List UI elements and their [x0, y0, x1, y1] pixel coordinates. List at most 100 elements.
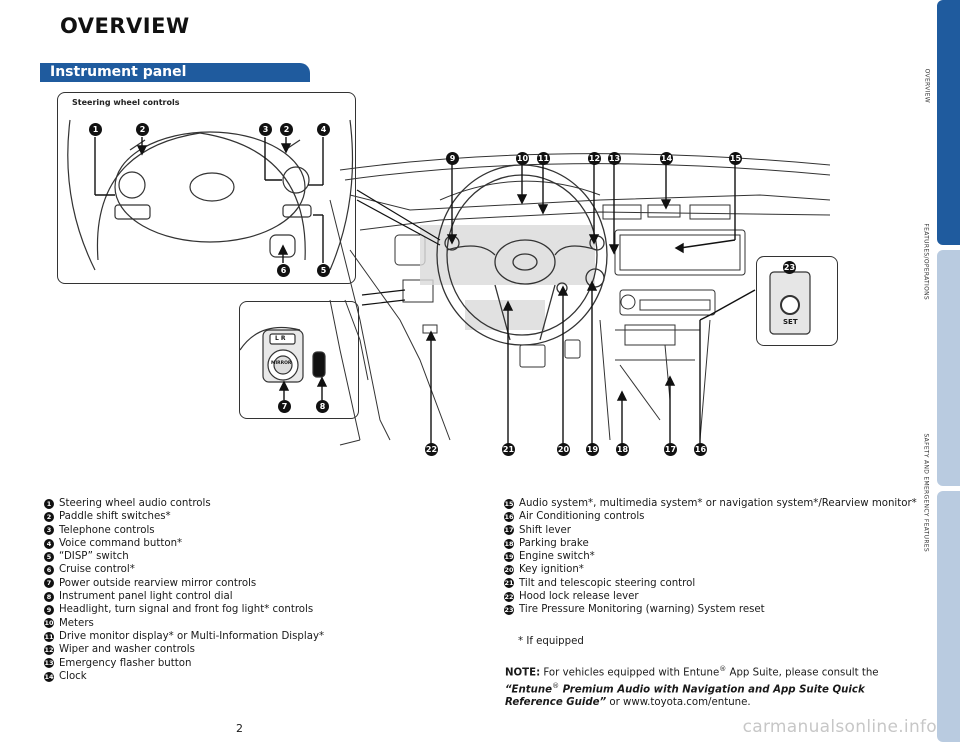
- callout-12: 12: [588, 152, 601, 165]
- legend-num: 1: [44, 498, 54, 509]
- mirror-controls-box: [239, 301, 359, 419]
- legend-text: Air Conditioning controls: [519, 511, 645, 523]
- note-sup-2: ®: [552, 681, 560, 690]
- list-item: 7 Power outside rearview mirror controls: [44, 577, 324, 590]
- page-title: OVERVIEW: [60, 14, 190, 38]
- legend-text: Parking brake: [519, 537, 589, 549]
- list-item: 23 Tire Pressure Monitoring (warning) Sys…: [504, 603, 917, 616]
- legend-text: Steering wheel audio controls: [59, 498, 211, 509]
- callout-17: 17: [664, 443, 677, 456]
- legend-left: 1 Steering wheel audio controls 2 Paddle s…: [44, 497, 324, 683]
- list-item: 22 Hood lock release lever: [504, 590, 917, 603]
- legend-num: 17: [504, 525, 514, 536]
- note-sup-1: ®: [719, 665, 727, 673]
- note-text-3: or www.toyota.com/entune.: [606, 697, 751, 709]
- legend-text: Wiper and washer controls: [59, 644, 195, 656]
- section-bar: [40, 63, 310, 82]
- watermark: carmanualsonline.info: [742, 717, 937, 737]
- legend-text: Tire Pressure Monitoring (warning) Syste…: [519, 604, 765, 616]
- legend-text: Hood lock release lever: [519, 591, 639, 603]
- callout-3: 3: [259, 123, 272, 136]
- legend-text: Drive monitor display* or Multi-Informat…: [59, 630, 325, 642]
- callout-9: 9: [446, 152, 459, 165]
- callout-20: 20: [557, 443, 570, 456]
- list-item: 21 Tilt and telescopic steering control: [504, 577, 917, 590]
- legend-text: Paddle shift switches*: [59, 511, 171, 523]
- note-italic-2: Premium Audio with Navigation and App Su…: [505, 684, 865, 709]
- list-item: 2 Paddle shift switches*: [44, 510, 324, 523]
- section-title: Instrument panel: [50, 64, 187, 80]
- legend-num: 15: [504, 498, 514, 509]
- legend-text: Clock: [59, 670, 87, 682]
- mirror-lr-label: L R: [275, 335, 286, 342]
- list-item: 11 Drive monitor display* or Multi-Inform…: [44, 630, 324, 643]
- legend-num: 23: [504, 605, 514, 616]
- list-item: 3 Telephone controls: [44, 524, 324, 537]
- list-item: 18 Parking brake: [504, 537, 917, 550]
- callout-10: 10: [516, 152, 529, 165]
- legend-num: 3: [44, 525, 54, 536]
- set-label: SET: [783, 318, 798, 326]
- page-number: 2: [236, 722, 243, 735]
- legend-text: Shift lever: [519, 524, 571, 536]
- legend-num: 5: [44, 551, 54, 562]
- note-label: NOTE:: [505, 667, 541, 679]
- callout-4: 4: [317, 123, 330, 136]
- callout-5: 5: [317, 264, 330, 277]
- legend-text: Tilt and telescopic steering control: [519, 577, 696, 589]
- legend-num: 22: [504, 591, 514, 602]
- callout-16: 16: [694, 443, 707, 456]
- list-item: 8 Instrument panel light control dial: [44, 590, 324, 603]
- legend-num: 7: [44, 578, 54, 589]
- legend-text: Telephone controls: [59, 524, 155, 536]
- side-tab-overview[interactable]: [937, 0, 960, 245]
- callout-23: 23: [783, 261, 796, 274]
- list-item: 12 Wiper and washer controls: [44, 643, 324, 656]
- legend-text: Emergency flasher button: [59, 657, 192, 669]
- legend-text: Voice command button*: [59, 537, 183, 549]
- legend-num: 12: [44, 644, 54, 655]
- legend-text: Power outside rearview mirror controls: [59, 577, 257, 589]
- legend-num: 16: [504, 511, 514, 522]
- callout-18: 18: [616, 443, 629, 456]
- list-item: 13 Emergency flasher button: [44, 657, 324, 670]
- legend-num: 9: [44, 605, 54, 616]
- callout-15: 15: [729, 152, 742, 165]
- side-tab-features[interactable]: [937, 250, 960, 486]
- callout-6: 6: [277, 264, 290, 277]
- legend-text: Key ignition*: [519, 564, 584, 576]
- legend-num: 21: [504, 578, 514, 589]
- legend-num: 18: [504, 538, 514, 549]
- callout-13: 13: [608, 152, 621, 165]
- legend-right: 15 Audio system*, multimedia system* or n…: [504, 497, 917, 617]
- legend-num: 2: [44, 511, 54, 522]
- legend-text: “DISP” switch: [59, 551, 129, 563]
- list-item: 9 Headlight, turn signal and front fog li…: [44, 603, 324, 616]
- legend-num: 10: [44, 618, 54, 629]
- callout-7: 7: [278, 400, 291, 413]
- legend-num: 11: [44, 631, 54, 642]
- list-item: 17 Shift lever: [504, 524, 917, 537]
- legend-num: 4: [44, 538, 54, 549]
- note-italic-1: “Entune: [505, 684, 553, 696]
- list-item: 1 Steering wheel audio controls: [44, 497, 324, 510]
- legend-num: 13: [44, 658, 54, 669]
- callout-1: 1: [89, 123, 102, 136]
- legend-text: Audio system*, multimedia system* or nav…: [519, 498, 917, 509]
- callout-14: 14: [660, 152, 673, 165]
- callout-11: 11: [537, 152, 550, 165]
- mirror-label: MIRROR: [271, 361, 292, 366]
- note-text-1: For vehicles equipped with Entune: [540, 667, 720, 679]
- legend-num: 8: [44, 591, 54, 602]
- legend-text: Headlight, turn signal and front fog lig…: [59, 604, 314, 616]
- footnote: * If equipped: [518, 636, 584, 647]
- legend-text: Instrument panel light control dial: [59, 591, 233, 603]
- steering-wheel-controls-label: Steering wheel controls: [72, 98, 180, 107]
- side-tab-safety[interactable]: [937, 491, 960, 742]
- legend-text: Meters: [59, 617, 94, 629]
- legend-num: 6: [44, 565, 54, 576]
